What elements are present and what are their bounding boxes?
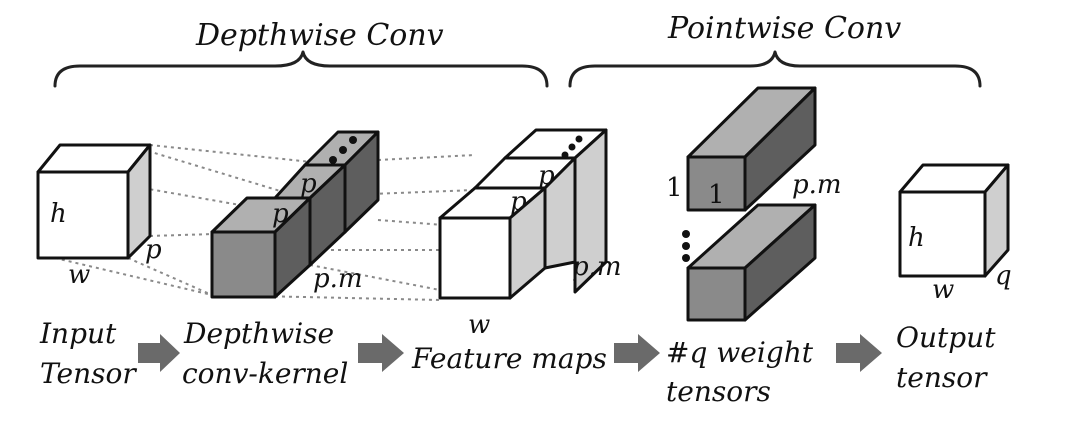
- arrow-right-icon: [138, 334, 180, 372]
- feature-ellipsis-icon: [561, 135, 583, 159]
- weight-tensor-top: [686, 86, 817, 212]
- kernel-caption-line2: conv-kernel: [182, 357, 348, 390]
- feature-p-top-label: p: [538, 161, 555, 191]
- kernel-caption-line1: Depthwise: [183, 317, 334, 350]
- kernel-ellipsis-icon: [329, 136, 357, 164]
- feature-p-mid-label: p: [510, 187, 527, 217]
- input-cube-front: [36, 170, 130, 260]
- depthwise-header: Depthwise Conv: [195, 18, 444, 53]
- pointwise-brace: [568, 50, 982, 88]
- feature-w-label: w: [468, 310, 490, 340]
- input-caption-line2: Tensor: [40, 357, 137, 390]
- input-w-label: w: [68, 260, 90, 290]
- kernel-p-mid-label: p: [272, 199, 289, 229]
- arrow-right-icon: [614, 334, 660, 372]
- pointwise-header: Pointwise Conv: [667, 11, 901, 46]
- input-caption-line1: Input: [39, 317, 117, 350]
- weights-caption-line1: #q weight: [666, 336, 814, 369]
- kernel-p-top-label: p: [300, 169, 317, 199]
- output-q-label: q: [995, 261, 1012, 291]
- output-caption-line1: Output: [896, 321, 996, 354]
- output-caption-line2: tensor: [896, 361, 988, 394]
- weight-tensor-bottom: [686, 203, 817, 322]
- feature-caption: Feature maps: [411, 342, 607, 375]
- weights-ellipsis-icon: [682, 230, 690, 262]
- weight-1-face-label: 1: [708, 180, 725, 210]
- output-tensor-cube: [898, 163, 1010, 278]
- input-p-label: p: [145, 235, 162, 265]
- arrow-right-icon: [836, 334, 882, 372]
- input-h-label: h: [50, 199, 67, 229]
- depthwise-brace: [53, 50, 549, 88]
- input-tensor-cube: [36, 143, 152, 260]
- output-w-label: w: [932, 275, 954, 305]
- weight-1-left-label: 1: [666, 173, 683, 203]
- feature-maps-stack: [438, 128, 608, 300]
- input-to-kernel-lines: [39, 144, 341, 296]
- kernel-pm-label: p.m: [313, 264, 363, 294]
- arrow-right-icon: [358, 334, 404, 372]
- output-cube-front: [898, 190, 987, 278]
- output-h-label: h: [908, 223, 925, 253]
- feature-pm-label: p.m: [572, 252, 622, 282]
- weight-pm-label: p.m: [792, 170, 842, 200]
- weights-caption-line2: tensors: [666, 375, 771, 408]
